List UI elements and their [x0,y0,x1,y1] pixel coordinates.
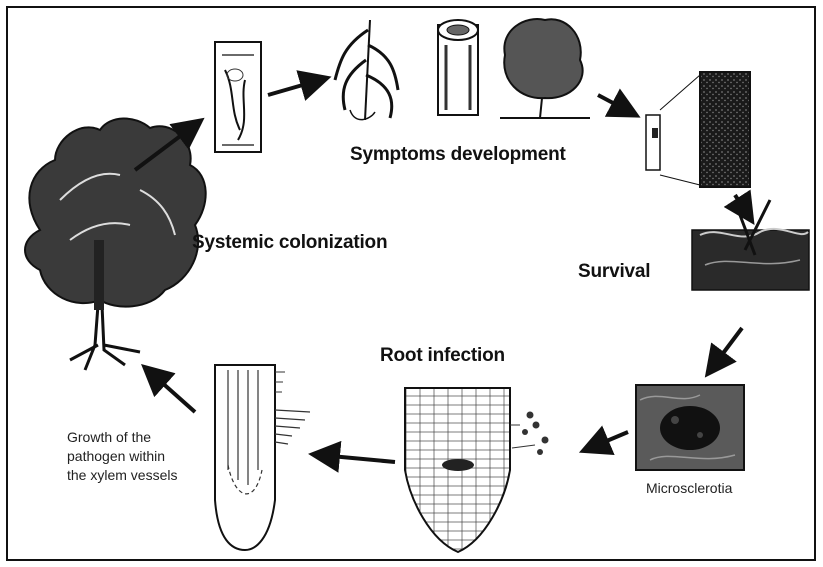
root-tip-illustration [405,388,549,552]
growth-line-2: pathogen within [67,447,207,466]
stage-label-survival: Survival [578,261,650,283]
arrow-xylem-to-tree [150,372,195,412]
arrow-tree-to-magnified [598,95,630,112]
germinating-microsclerotia [510,412,549,456]
arrow-magnified-to-debris [735,195,748,215]
growth-line-1: Growth of the [67,428,207,447]
microsclerotia-illustration [636,385,744,470]
stem-cut-illustration [438,20,478,115]
stage-label-microsclerotia: Microsclerotia [646,479,732,498]
arrow-root-to-xylem [320,455,395,462]
xylem-root-section-illustration [215,365,310,550]
plant-debris-illustration [692,200,809,290]
magnified-stem-illustration [646,72,750,187]
arrow-microsclerotia-to-root [590,432,628,448]
small-tree-illustration [500,19,590,118]
stage-label-systemic: Systemic colonization [192,232,387,254]
arrow-stem-to-plant [268,80,320,95]
stage-label-growth: Growth of the pathogen within the xylem … [67,428,207,485]
wilting-plant-illustration [335,20,398,120]
arrow-debris-to-microsclerotia [712,328,742,368]
stage-label-symptoms: Symptoms development [350,144,566,166]
stem-section-illustration [215,42,261,152]
infected-tree-illustration [25,118,206,370]
stage-label-root-infection: Root infection [380,345,505,367]
growth-line-3: the xylem vessels [67,466,207,485]
